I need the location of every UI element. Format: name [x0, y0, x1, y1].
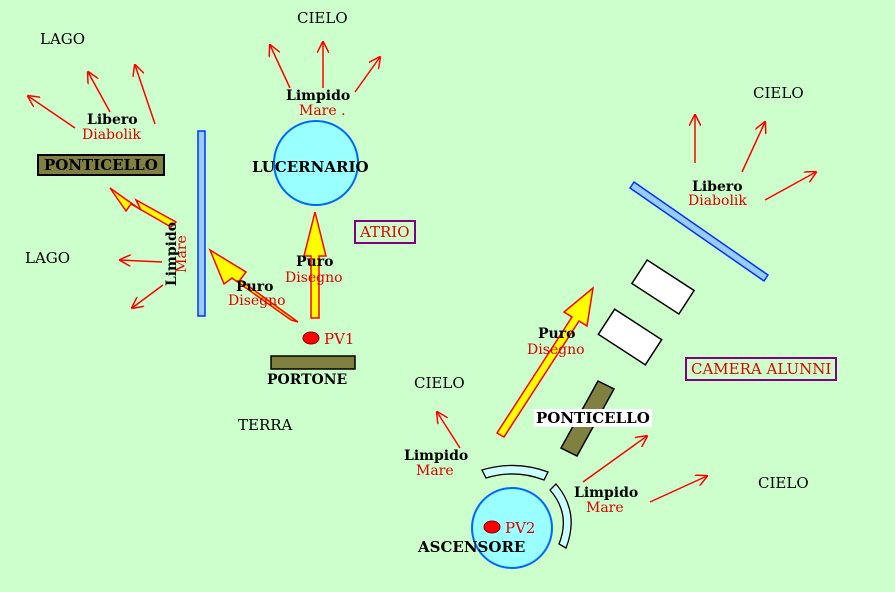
cielo-label-right: CIELO [753, 84, 804, 102]
pv2-marker [483, 520, 501, 534]
yellow-arrow-up-lucernario [303, 211, 327, 319]
puro-label-left: Puro [236, 279, 274, 295]
blue-bar-left [197, 130, 206, 317]
red-arrows-top-left [28, 65, 156, 129]
lago-label-top: LAGO [40, 30, 86, 48]
yellow-arrow-to-barrier [208, 248, 299, 323]
mare-label-top: Mare . [299, 103, 346, 119]
yellow-arrow-to-ponticello [109, 187, 178, 228]
limpido-label-top: Limpido [286, 88, 351, 104]
pv2-label: PV2 [505, 519, 536, 537]
disegno-label-center: Disegno [285, 270, 343, 286]
blue-bar-right [628, 180, 770, 283]
ponticello-label-right: PONTICELLO [534, 409, 652, 427]
diabolik-label-right: Diabolik [688, 193, 747, 209]
lucernario-circle [273, 120, 359, 206]
red-arrows-top-right [695, 115, 816, 201]
puro-label-center: Puro [296, 254, 334, 270]
arc-wall-right [549, 483, 572, 549]
pv1-marker [302, 331, 320, 345]
ascensore-label: ASCENSORE [418, 538, 526, 556]
disegno-label-right: Disegno [527, 342, 585, 358]
puro-label-right: Puro [538, 326, 576, 342]
lago-label-mid: LAGO [25, 249, 71, 267]
white-panel-1 [630, 258, 696, 316]
pv1-label: PV1 [324, 330, 355, 348]
limpido-label-bottom-left: Limpido [404, 448, 469, 464]
atrio-box: ATRIO [354, 220, 416, 244]
cielo-label-top: CIELO [297, 9, 348, 27]
camera-alunni-box: CAMERA ALUNNI [685, 357, 838, 381]
mare-label-bottom-left: Mare [416, 463, 454, 479]
red-arrows-left-mid [120, 260, 164, 308]
terra-label: TERRA [238, 416, 293, 434]
yellow-arrow-diagonal-right [495, 286, 595, 439]
white-panel-2 [597, 308, 663, 366]
arc-wall-top [481, 464, 549, 481]
cielo-label-bottom: CIELO [758, 474, 809, 492]
mare-label-bottom-right: Mare [586, 500, 624, 516]
red-arrows-bottom [437, 412, 707, 503]
ponticello-box-left: PONTICELLO [37, 154, 165, 176]
lucernario-label: LUCERNARIO [252, 158, 369, 176]
ascensore-circle [471, 487, 553, 569]
portone-bar [270, 355, 356, 370]
libero-label-right: Libero [692, 179, 743, 195]
disegno-label-left: Disegno [228, 293, 286, 309]
limpido-label-bottom-right: Limpido [574, 485, 639, 501]
red-arrows-top-center [270, 42, 380, 93]
mare-label-vertical: Mare [173, 235, 190, 273]
diabolik-label-left: Diabolik [82, 127, 141, 143]
portone-label: PORTONE [267, 372, 348, 388]
libero-label-left: Libero [87, 112, 138, 128]
cielo-label-mid: CIELO [414, 374, 465, 392]
